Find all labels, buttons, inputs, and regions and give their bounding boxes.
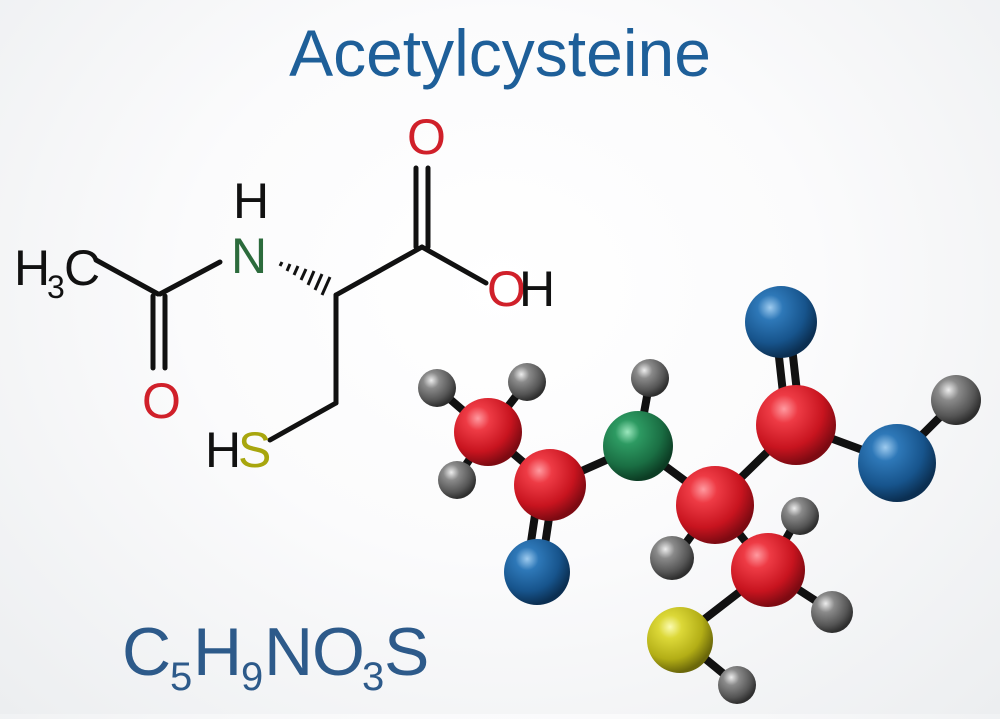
hashed-wedge-bond [278,261,332,296]
sulfur-atom [647,607,713,673]
bond-alpha-acid [333,244,425,298]
label-carbonyl-o-top: O [407,109,446,165]
hydrogen-atom [718,666,756,704]
formula-c-count: 5 [170,655,192,699]
formula-n: N [264,614,313,690]
carbon-atom [731,533,805,607]
hydrogen-atom [418,369,456,407]
carbon-atom [454,398,522,466]
formula-c: C [122,614,171,690]
label-thiol-s: S [238,422,271,478]
hydrogen-atom [650,536,694,580]
label-amide-h: H [233,173,269,229]
label-hydroxyl-h: H [519,261,555,317]
ball-and-stick-model [418,286,981,704]
hydrogen-atom [631,359,669,397]
bond-acid-oh [419,244,489,286]
carbon-atom [756,385,836,465]
label-amide-n: N [231,228,267,284]
carbon-atom [676,466,754,544]
molecule-title: Acetylcysteine [289,16,711,90]
hydrogen-atom [508,363,546,401]
hydrogen-atom [438,461,476,499]
formula-o: O [312,614,365,690]
hydrogen-atom [931,375,981,425]
formula-h-count: 9 [241,655,263,699]
formula-h: H [193,614,242,690]
hydrogen-atom [811,591,853,633]
label-thiol-h: H [205,422,241,478]
label-hydroxyl-o: O [487,261,526,317]
oxygen-atom [745,286,817,358]
bond-ch2-s [267,400,339,443]
label-methyl-c: C [64,240,100,296]
skeletal-formula [93,165,489,443]
bond-carbonyl-n [157,259,223,297]
formula-o-count: 3 [362,655,384,699]
carbon-atom [514,449,586,521]
bond-methyl-carbonyl [93,257,161,297]
hydrogen-atom [781,497,819,535]
oxygen-atom [504,539,570,605]
label-methyl-h: H [14,240,50,296]
formula-s: S [384,614,429,690]
molecular-formula: C 5 H 9 N O 3 S [122,614,429,699]
label-methyl-sub: 3 [47,269,65,305]
oxygen-atom [858,424,936,502]
label-carbonyl-o-bottom: O [142,373,181,429]
skeletal-labels: H 3 C H N O O O H H S [14,109,555,478]
nitrogen-atom [603,411,673,481]
